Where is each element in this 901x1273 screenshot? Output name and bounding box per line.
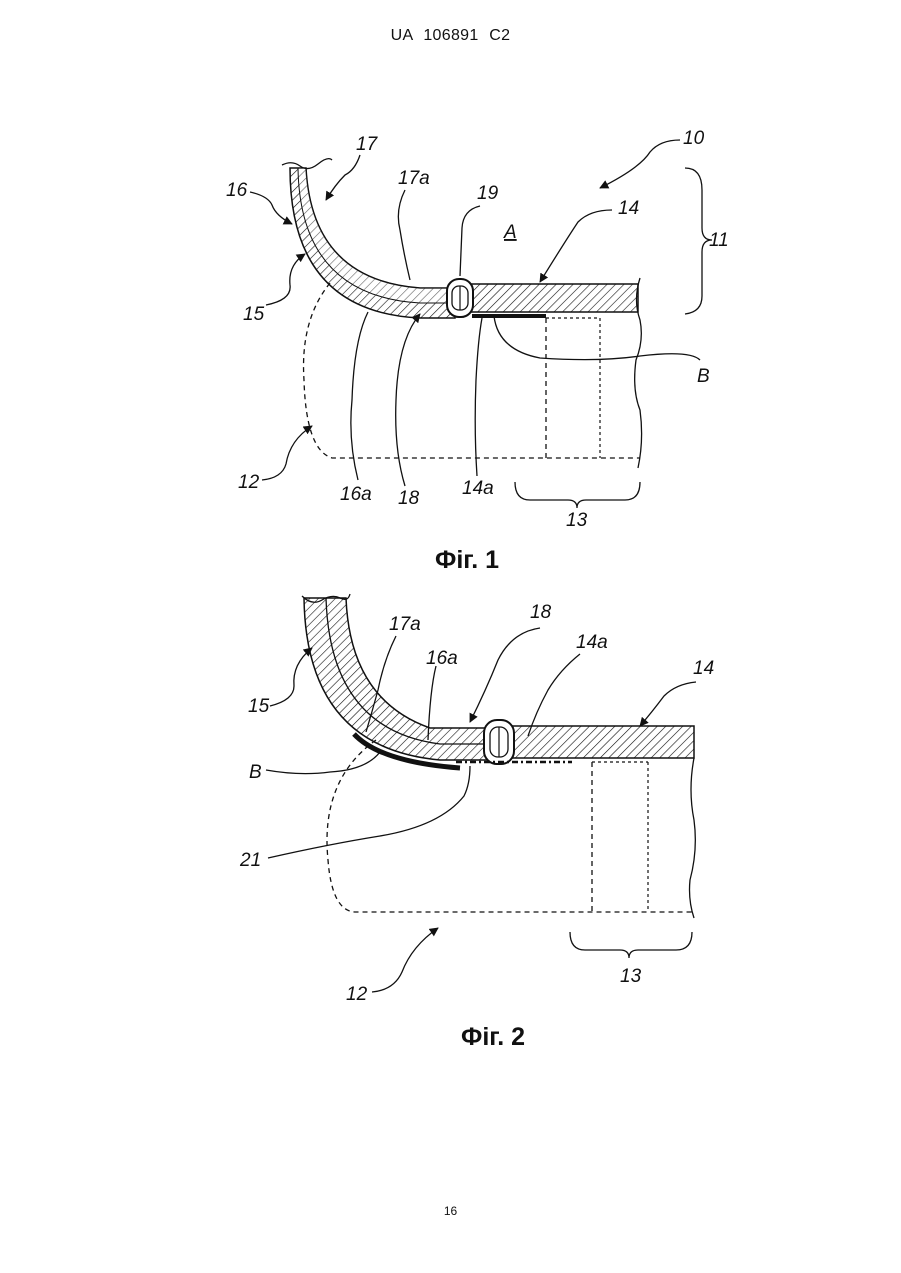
label-10: 10 (683, 128, 705, 149)
label-15: 15 (243, 304, 265, 325)
figure-2-caption: Фіг. 2 (461, 1023, 525, 1051)
panel-14-2 (512, 726, 694, 758)
label-16a-2: 16a (426, 648, 458, 669)
label-12: 12 (238, 472, 260, 493)
leader-16a (351, 312, 368, 480)
panel-14 (470, 284, 638, 312)
leader-B-2 (266, 752, 380, 774)
leader-14 (540, 210, 612, 282)
label-16a: 16a (340, 484, 372, 505)
container-12-outline-2 (327, 740, 694, 912)
figure-1-caption: Фіг. 1 (435, 546, 499, 574)
label-16: 16 (226, 180, 248, 201)
leader-14a-2 (528, 654, 580, 736)
break-line-right-2 (690, 758, 696, 918)
label-13-2: 13 (620, 966, 642, 987)
label-21: 21 (239, 850, 261, 871)
figure-1: 10 17 16 17a 19 14 A 11 15 B 12 16a 18 1… (226, 128, 729, 574)
leader-15 (266, 254, 305, 305)
leader-17 (326, 155, 360, 200)
label-17a: 17a (398, 168, 430, 189)
label-15-2: 15 (248, 696, 270, 717)
figure-2: 17a 18 16a 14a 14 15 B 21 12 13 Фіг. 2 (239, 594, 714, 1051)
label-18: 18 (398, 488, 420, 509)
leader-15-2 (270, 648, 312, 706)
label-12-2: 12 (346, 984, 368, 1005)
label-14-2: 14 (693, 658, 714, 679)
leader-B (494, 316, 700, 360)
page-number: 16 (0, 1204, 901, 1218)
label-14a: 14a (462, 478, 494, 499)
label-13: 13 (566, 510, 588, 531)
label-14: 14 (618, 198, 639, 219)
label-17: 17 (356, 134, 379, 155)
leader-16 (250, 192, 292, 224)
leader-18-2 (470, 628, 540, 722)
break-line-top (282, 159, 332, 169)
label-14a-2: 14a (576, 632, 608, 653)
leader-12-2 (372, 928, 438, 992)
brace-13-2 (570, 932, 692, 958)
label-11: 11 (709, 230, 729, 251)
brace-13 (515, 482, 640, 508)
label-A: A (503, 222, 517, 243)
layer-17 (298, 168, 455, 303)
leader-14a (475, 318, 482, 476)
leader-10 (600, 140, 680, 188)
label-17a-2: 17a (389, 614, 421, 635)
leader-14-2 (640, 682, 696, 726)
label-B: B (697, 366, 710, 387)
leader-19 (460, 206, 480, 276)
label-18-2: 18 (530, 602, 552, 623)
label-19: 19 (477, 183, 499, 204)
brace-11 (685, 168, 712, 314)
leader-12 (262, 426, 312, 480)
leader-17a (398, 190, 410, 280)
leader-21 (268, 766, 470, 858)
label-B-2: B (249, 762, 262, 783)
leader-18 (396, 314, 420, 486)
